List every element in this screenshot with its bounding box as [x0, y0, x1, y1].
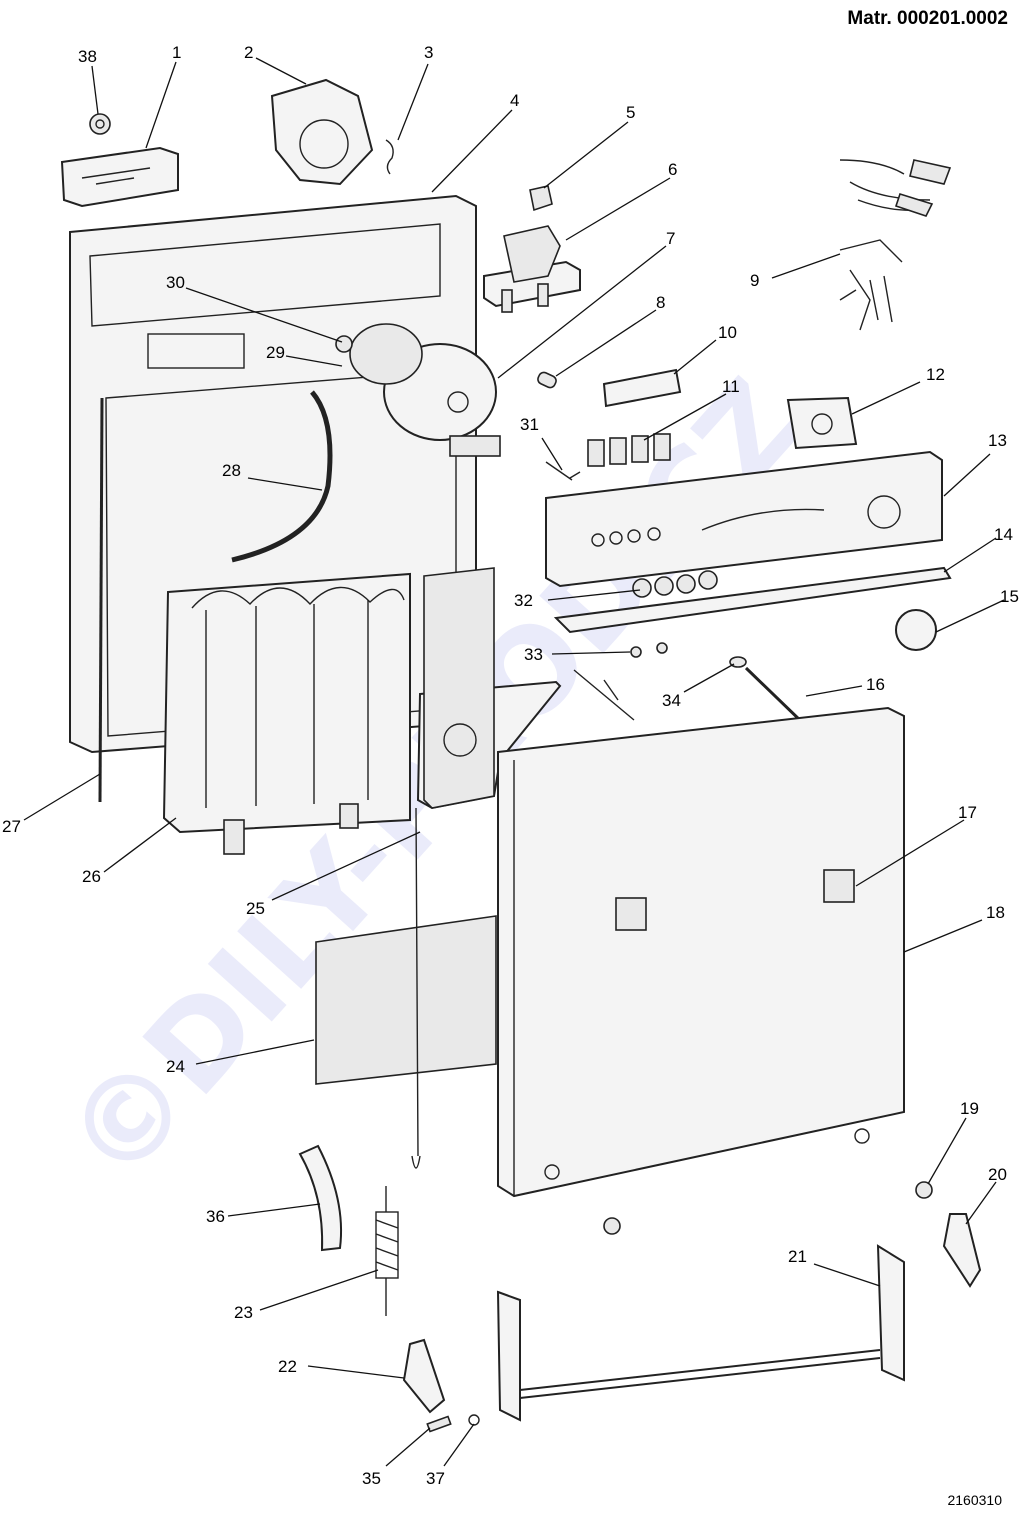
part-38-nut: [89, 113, 111, 135]
part-27-rod: [98, 397, 104, 803]
callout-9: 9: [750, 271, 759, 290]
part-25-cable: [411, 807, 421, 1169]
part-29-30-pump-motor: [335, 323, 501, 457]
callout-22: 22: [278, 1357, 297, 1376]
material-code: Matr. 000201.0002: [847, 8, 1008, 29]
part-20-hinge-arm: [942, 1213, 982, 1288]
part-33-buttons: [630, 642, 668, 658]
callout-26: 26: [82, 867, 101, 886]
callout-20: 20: [988, 1165, 1007, 1184]
callout-34: 34: [662, 691, 681, 710]
part-11-switch-set: [587, 433, 671, 467]
part-13-control-panel: [545, 450, 943, 588]
part-2-fan-cover: [270, 78, 374, 186]
part-23-spring: [375, 1186, 399, 1316]
callout-18: 18: [986, 903, 1005, 922]
parts-illustration: [60, 78, 982, 1433]
callout-17: 17: [958, 803, 977, 822]
callout-35: 35: [362, 1469, 381, 1488]
part-6-switch-bracket: [483, 225, 581, 313]
drawing-number: 2160310: [947, 1492, 1002, 1508]
callout-21: 21: [788, 1247, 807, 1266]
callout-8: 8: [656, 293, 665, 312]
callout-32: 32: [514, 591, 533, 610]
callout-3: 3: [424, 43, 433, 62]
part-28-hose: [231, 390, 333, 563]
callout-15: 15: [1000, 587, 1019, 606]
part-22-hinge-arm: [402, 1338, 446, 1414]
callout-38: 38: [78, 47, 97, 66]
callout-25: 25: [246, 899, 265, 918]
callout-13: 13: [988, 431, 1007, 450]
part-3-clip: [385, 139, 394, 175]
part-19-screws: [544, 1128, 933, 1235]
callout-11: 11: [722, 377, 740, 396]
callout-5: 5: [626, 103, 635, 122]
part-15-knob: [895, 609, 937, 651]
callout-4: 4: [510, 91, 519, 110]
callout-31: 31: [520, 415, 539, 434]
callout-33: 33: [524, 645, 543, 664]
part-8-lamp: [537, 371, 557, 389]
part-9-wiring-harness: [839, 159, 952, 331]
callout-1: 1: [172, 43, 181, 62]
part-1-housing: [60, 146, 179, 208]
part-26-heat-exchanger: [162, 572, 411, 855]
part-31-clip: [545, 461, 581, 481]
callout-12: 12: [926, 365, 945, 384]
callout-labels: 38 1 2 3 4 5 6 7 8 9 10 11 12 13 14 15 1…: [2, 43, 1019, 1488]
part-21-hinge-frame: [496, 1244, 905, 1422]
part-36-hose: [298, 1144, 343, 1252]
part-17-hinge-plate: [615, 869, 855, 931]
leader-lines: [23, 57, 1005, 1467]
callout-14: 14: [994, 525, 1013, 544]
part-18-door: [497, 706, 905, 1198]
part-5-button: [529, 185, 553, 212]
part-12-timer: [786, 396, 858, 450]
part-35-37-pin-clip: [426, 1414, 480, 1433]
callout-23: 23: [234, 1303, 253, 1322]
callout-37: 37: [426, 1469, 445, 1488]
part-32-buttons: [632, 570, 718, 598]
part-14-trim-strip: [553, 566, 952, 634]
callout-28: 28: [222, 461, 241, 480]
callout-10: 10: [718, 323, 737, 342]
callout-36: 36: [206, 1207, 225, 1226]
callout-16: 16: [866, 675, 885, 694]
callout-30: 30: [166, 273, 185, 292]
callout-6: 6: [668, 160, 677, 179]
callout-27: 27: [2, 817, 21, 836]
callout-7: 7: [666, 229, 675, 248]
callout-24: 24: [166, 1057, 185, 1076]
part-10-switch: [602, 368, 682, 408]
part-24-insulation: [315, 915, 497, 1085]
part-25-duct: [416, 567, 562, 810]
callout-2: 2: [244, 43, 253, 62]
callout-29: 29: [266, 343, 285, 362]
callout-19: 19: [960, 1099, 979, 1118]
